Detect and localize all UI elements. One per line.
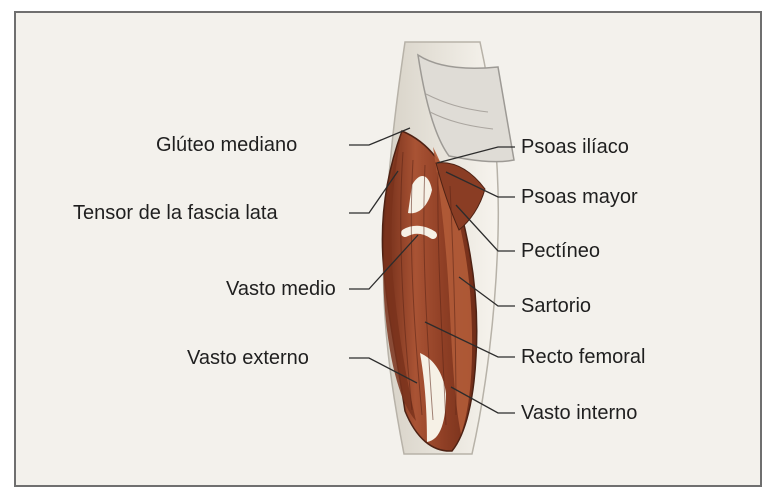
label-vasto-interno: Vasto interno (521, 402, 637, 424)
label-psoas-mayor: Psoas mayor (521, 186, 638, 208)
label-pectineo: Pectíneo (521, 240, 600, 262)
label-vasto-externo: Vasto externo (187, 347, 309, 369)
label-psoas-iliaco: Psoas ilíaco (521, 136, 629, 158)
label-recto-femoral: Recto femoral (521, 346, 646, 368)
label-sartorio: Sartorio (521, 295, 591, 317)
label-gluteo-mediano: Glúteo mediano (156, 134, 297, 156)
label-tensor-fascia-lata: Tensor de la fascia lata (73, 202, 278, 224)
label-vasto-medio: Vasto medio (226, 278, 336, 300)
